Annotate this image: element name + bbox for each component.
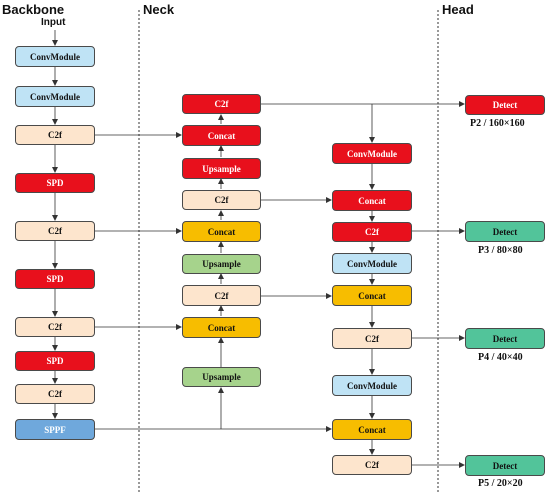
backbone-c2f-3: C2f bbox=[15, 317, 95, 337]
neck-c2f-3: C2f bbox=[182, 285, 261, 306]
backbone-c2f-1: C2f bbox=[15, 125, 95, 145]
neck-c2f-1: C2f bbox=[182, 94, 261, 114]
backbone-c2f-4: C2f bbox=[15, 384, 95, 404]
neck-concat-1: Concat bbox=[182, 125, 261, 146]
scale-p4: P4 / 40×40 bbox=[478, 352, 523, 363]
head-c2f-1: C2f bbox=[332, 222, 412, 242]
head-convmodule-1: ConvModule bbox=[332, 143, 412, 164]
neck-upsample-2: Upsample bbox=[182, 254, 261, 274]
scale-p2: P2 / 160×160 bbox=[470, 118, 525, 129]
backbone-convmodule-2: ConvModule bbox=[15, 86, 95, 107]
backbone-spd-1: SPD bbox=[15, 173, 95, 193]
neck-concat-2: Concat bbox=[182, 221, 261, 242]
head-convmodule-2: ConvModule bbox=[332, 253, 412, 274]
head-label: Head bbox=[442, 2, 474, 17]
backbone-sppf: SPPF bbox=[15, 419, 95, 440]
input-label: Input bbox=[41, 17, 66, 28]
detect-p3: Detect bbox=[465, 221, 545, 242]
head-c2f-2: C2f bbox=[332, 328, 412, 349]
neck-upsample-1: Upsample bbox=[182, 158, 261, 179]
section-dividers bbox=[138, 10, 439, 494]
detect-p4: Detect bbox=[465, 328, 545, 349]
backbone-c2f-2: C2f bbox=[15, 221, 95, 241]
head-concat-3: Concat bbox=[332, 419, 412, 440]
scale-p3: P3 / 80×80 bbox=[478, 245, 523, 256]
backbone-label: Backbone bbox=[2, 2, 65, 17]
head-concat-2: Concat bbox=[332, 285, 412, 306]
neck-concat-3: Concat bbox=[182, 317, 261, 338]
detect-p5: Detect bbox=[465, 455, 545, 476]
arrows bbox=[52, 30, 465, 468]
detect-p2: Detect bbox=[465, 95, 545, 115]
head-concat-1: Concat bbox=[332, 190, 412, 211]
neck-upsample-3: Upsample bbox=[182, 367, 261, 387]
backbone-spd-3: SPD bbox=[15, 351, 95, 371]
backbone-convmodule-1: ConvModule bbox=[15, 46, 95, 67]
backbone-spd-2: SPD bbox=[15, 269, 95, 289]
scale-p5: P5 / 20×20 bbox=[478, 478, 523, 489]
neck-label: Neck bbox=[143, 2, 175, 17]
neck-c2f-2: C2f bbox=[182, 190, 261, 210]
head-convmodule-3: ConvModule bbox=[332, 375, 412, 396]
head-c2f-3: C2f bbox=[332, 455, 412, 475]
